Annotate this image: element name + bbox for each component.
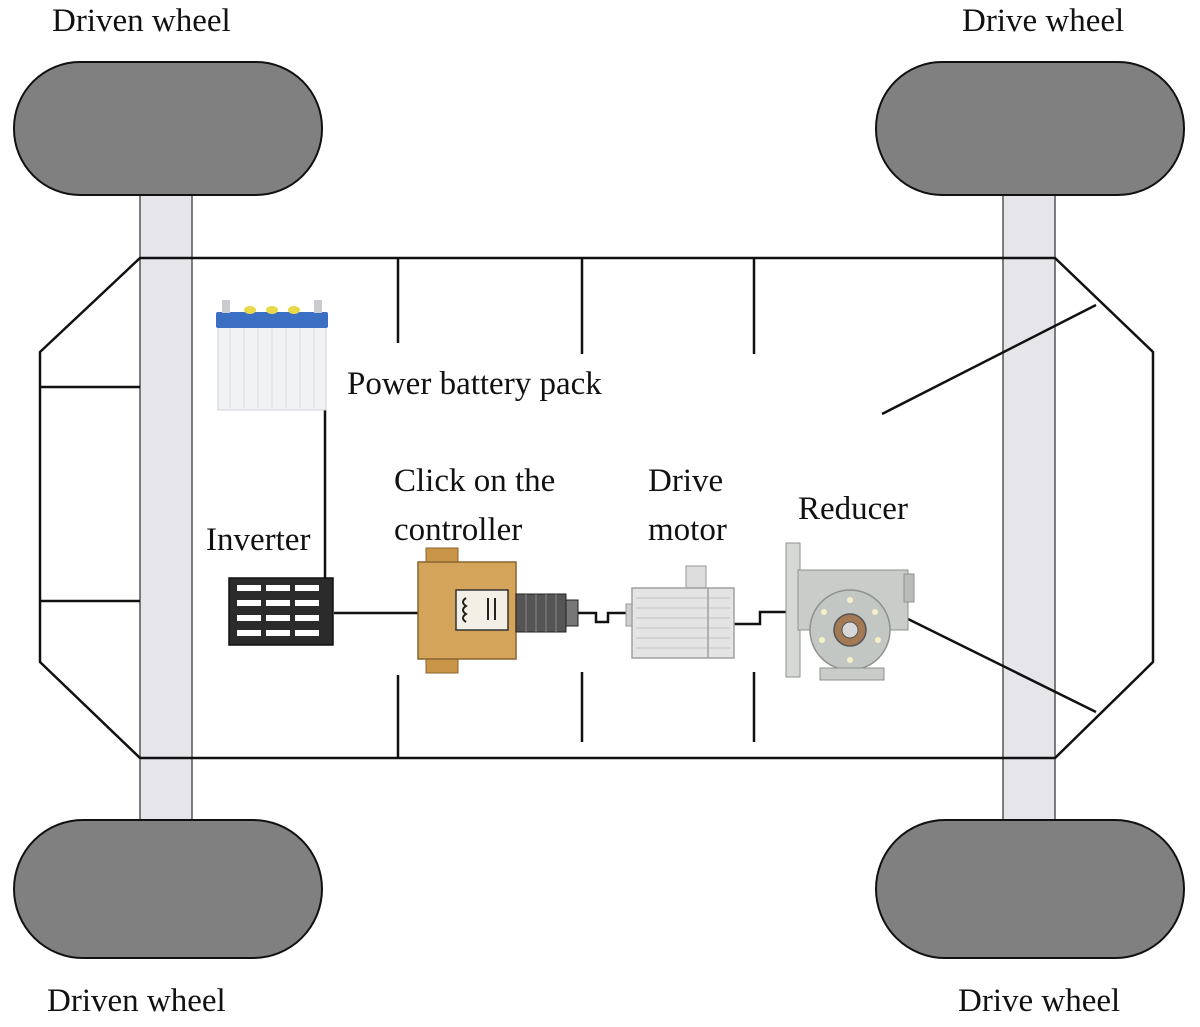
wheel-rear-bottom — [875, 819, 1185, 959]
reducer-icon — [785, 542, 915, 681]
controller-label-line1: Click on the — [394, 463, 556, 499]
reducer-label: Reducer — [798, 491, 908, 527]
lower-diagonal-brace — [905, 616, 1097, 714]
front-bumper — [40, 385, 140, 603]
battery-label: Power battery pack — [347, 366, 602, 402]
inverter-icon — [228, 577, 334, 646]
drive-motor-icon — [625, 565, 735, 659]
wheel-front-bottom — [13, 819, 323, 959]
driven-wheel-bottom-label: Driven wheel — [47, 983, 226, 1019]
controller-icon — [417, 547, 579, 674]
rear-axle — [1002, 194, 1056, 821]
chassis-outline — [38, 256, 1155, 760]
drive-wheel-bottom-label: Drive wheel — [958, 983, 1121, 1019]
wheel-front-top — [13, 61, 323, 196]
front-axle — [139, 194, 193, 821]
wheel-rear-top — [875, 61, 1185, 196]
motor-label-line1: Drive — [648, 463, 724, 499]
motor-label-line2: motor — [648, 512, 727, 548]
upper-diagonal-brace — [881, 303, 1097, 416]
controller-label-line2: controller — [394, 512, 523, 548]
battery-pack-icon — [216, 300, 328, 411]
driven-wheel-top-label: Driven wheel — [52, 3, 231, 39]
drive-wheel-top-label: Drive wheel — [962, 3, 1125, 39]
controller-motor-shaft — [576, 611, 626, 624]
motor-reducer-shaft — [732, 610, 790, 626]
inverter-label: Inverter — [206, 522, 311, 558]
